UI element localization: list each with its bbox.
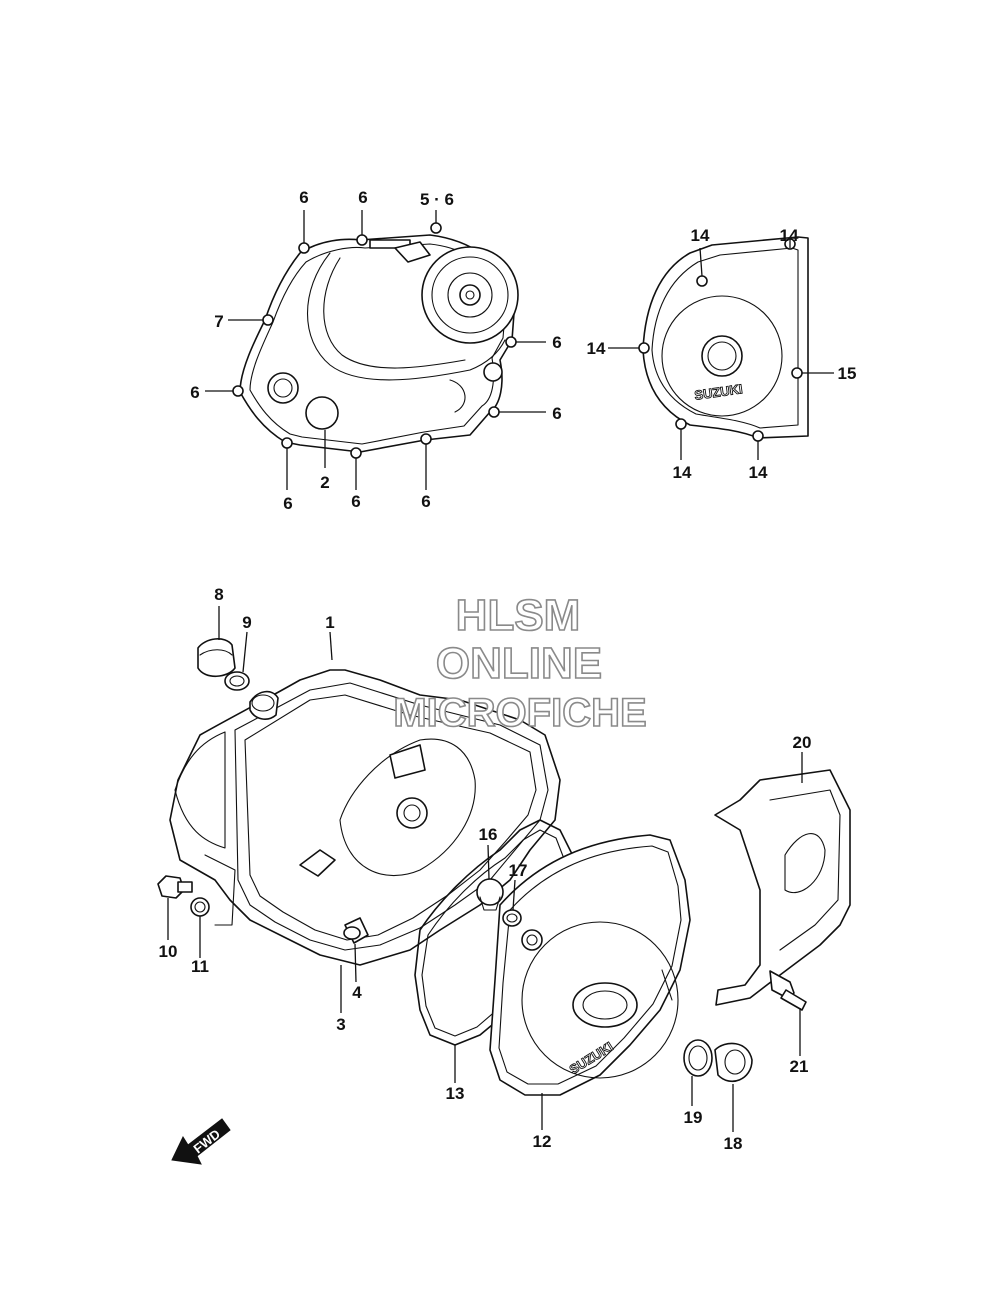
callout-c15: 15 (838, 364, 857, 383)
callout-c7: 6 (552, 404, 561, 423)
callout-c8: 2 (320, 473, 329, 492)
crankcase-cover (169, 669, 561, 966)
cover-gasket (414, 819, 576, 1046)
callout-c12: 14 (691, 226, 710, 245)
fwd-arrow-icon: FWD (171, 1118, 231, 1165)
callout-c11: 6 (421, 492, 430, 511)
callout-c17: 14 (749, 463, 768, 482)
callout-c29: 12 (533, 1132, 552, 1151)
timing-cap (683, 1039, 753, 1083)
dowel-pin (343, 917, 369, 944)
callout-c31: 18 (724, 1134, 743, 1153)
callout-c1: 6 (299, 188, 308, 207)
lower-side-cover: SUZUKI (489, 834, 691, 1096)
callout-c24: 10 (159, 942, 178, 961)
callout-c26: 4 (352, 983, 362, 1002)
callout-c18: 8 (214, 585, 223, 604)
callout-c5: 6 (552, 333, 561, 352)
callout-c19: 9 (242, 613, 251, 632)
callout-c13: 14 (780, 226, 799, 245)
sprocket-cover (714, 769, 851, 1006)
oil-filler-cap (197, 638, 250, 691)
callout-c27: 3 (336, 1015, 345, 1034)
clutch-cover-upper (232, 222, 519, 459)
callout-c28: 13 (446, 1084, 465, 1103)
drain-bolt (157, 875, 210, 917)
generator-cover-upper: SUZUKI (638, 236, 809, 442)
watermark-line2: ONLINE (436, 639, 602, 688)
callout-c2: 6 (358, 188, 367, 207)
callout-c30: 19 (684, 1108, 703, 1127)
callout-numbers: 6 6 5 · 6 7 6 6 6 2 6 6 6 14 14 14 15 14… (159, 188, 857, 1153)
callout-c3: 5 · 6 (420, 190, 454, 209)
callout-c21: 20 (793, 733, 812, 752)
callout-c9: 6 (283, 494, 292, 513)
callout-c22: 16 (479, 825, 498, 844)
leader-lines (167, 210, 834, 1132)
callout-c32: 21 (790, 1057, 809, 1076)
callout-c10: 6 (351, 492, 360, 511)
callout-c25: 11 (191, 957, 209, 976)
watermark-line1: HLSM (456, 591, 581, 640)
callout-c4: 7 (214, 312, 223, 331)
bolt (769, 970, 807, 1011)
callout-c14: 14 (587, 339, 606, 358)
callout-c20: 1 (325, 613, 334, 632)
callout-c16: 14 (673, 463, 692, 482)
callout-c6: 6 (190, 383, 199, 402)
callout-c23: 17 (509, 861, 528, 880)
suzuki-logo-top: SUZUKI (693, 381, 743, 403)
watermark-line3: MICROFICHE (393, 691, 646, 735)
plug (476, 878, 522, 927)
watermark: HLSM ONLINE MICROFICHE (393, 590, 648, 736)
